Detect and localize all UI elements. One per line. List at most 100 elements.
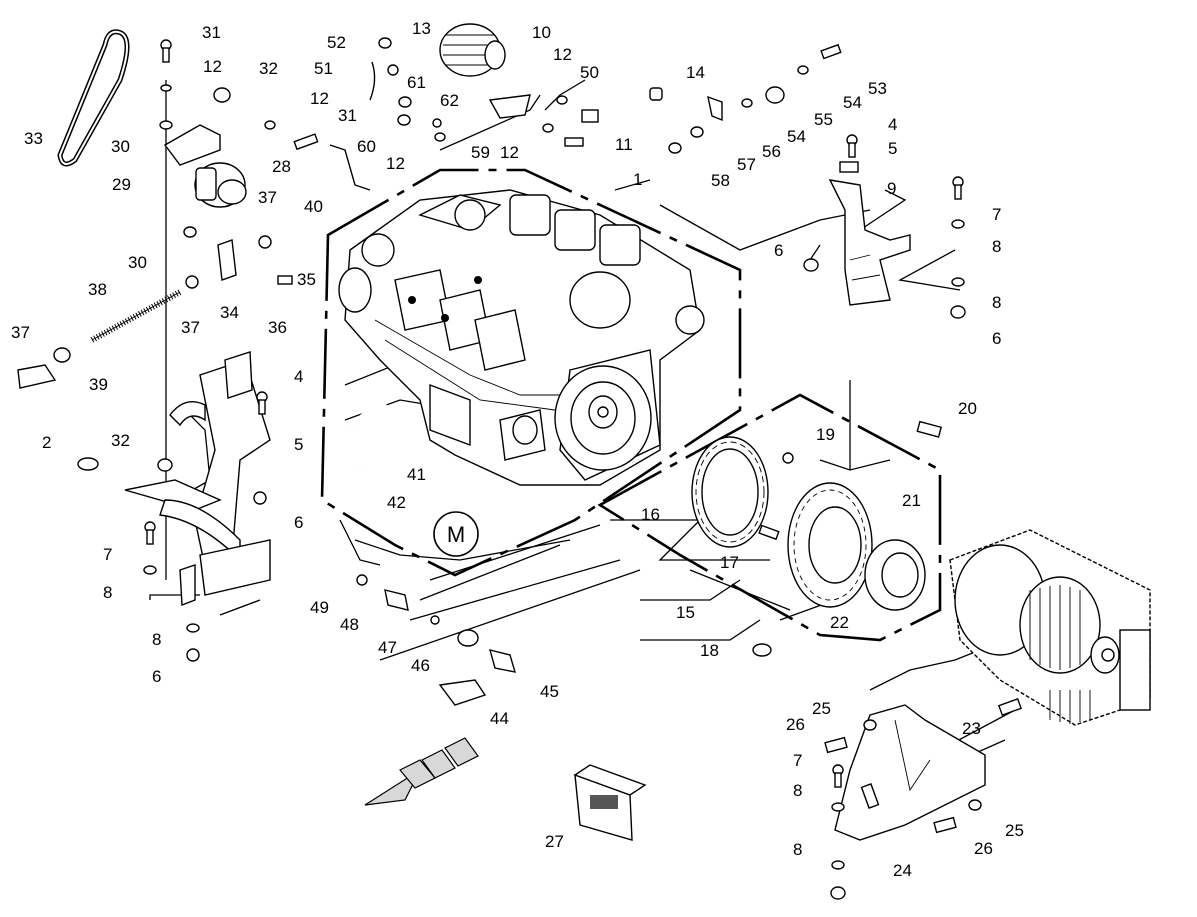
label-45: 45: [540, 682, 559, 701]
label-41: 41: [407, 465, 426, 484]
label-33: 33: [24, 129, 43, 148]
label-31: 31: [202, 23, 221, 42]
label-12b: 12: [310, 89, 329, 108]
label-32b: 32: [111, 431, 130, 450]
engine-group-frame: [320, 168, 742, 577]
label-23: 23: [962, 719, 981, 738]
flywheel-group-frame: [597, 393, 942, 642]
label-56: 56: [762, 142, 781, 161]
label-17: 17: [720, 553, 739, 572]
label-26b: 26: [974, 839, 993, 858]
label-37b: 37: [181, 318, 200, 337]
label-40: 40: [304, 197, 323, 216]
label-7b: 7: [103, 545, 112, 564]
gear-ring: [787, 482, 873, 608]
label-31b: 31: [338, 106, 357, 125]
label-38: 38: [88, 280, 107, 299]
label-8d: 8: [152, 630, 161, 649]
label-6b: 6: [992, 329, 1001, 348]
label-54: 54: [843, 93, 862, 112]
label-8: 8: [992, 237, 1001, 256]
label-2: 2: [42, 433, 51, 452]
label-27: 27: [545, 832, 564, 851]
label-8b: 8: [992, 293, 1001, 312]
label-14: 14: [686, 63, 705, 82]
label-6d: 6: [152, 667, 161, 686]
label-44: 44: [490, 709, 509, 728]
label-42: 42: [387, 493, 406, 512]
alternator: [439, 23, 506, 77]
label-26: 26: [786, 715, 805, 734]
label-18: 18: [700, 641, 719, 660]
label-21: 21: [902, 491, 921, 510]
label-57: 57: [737, 155, 756, 174]
frame-bracket: [124, 351, 271, 606]
label-47: 47: [378, 638, 397, 657]
label-20: 20: [958, 399, 977, 418]
label-1: 1: [633, 170, 642, 189]
support-bracket: [828, 179, 911, 306]
label-5: 5: [888, 139, 897, 158]
label-22: 22: [830, 613, 849, 632]
label-25b: 25: [1005, 821, 1024, 840]
small-fasteners: [53, 37, 1023, 900]
hose-41-inner: [350, 403, 392, 471]
label-46: 46: [411, 656, 430, 675]
hub: [864, 539, 926, 611]
label-34: 34: [220, 303, 239, 322]
label-10: 10: [532, 23, 551, 42]
label-28: 28: [272, 157, 291, 176]
label-6c: 6: [294, 513, 303, 532]
label-25: 25: [812, 699, 831, 718]
label-5b: 5: [294, 435, 303, 454]
direction-arrow: [364, 737, 479, 806]
label-15: 15: [676, 603, 695, 622]
label-16: 16: [641, 505, 660, 524]
clip-39: [17, 364, 57, 389]
label-35: 35: [297, 270, 316, 289]
label-4b: 4: [294, 367, 303, 386]
label-9: 9: [887, 179, 896, 198]
label-24: 24: [893, 861, 912, 880]
motor-symbol-letter: M: [447, 522, 465, 547]
engine-assembly: [338, 189, 705, 486]
label-13: 13: [412, 19, 431, 38]
part-labels: 1 2 4 4 5 5 6 6 6 6 7 7 7 8 8 8 8 8 8 9 …: [11, 19, 1024, 880]
ring-housing: [691, 436, 769, 548]
label-39: 39: [89, 375, 108, 394]
label-50: 50: [580, 63, 599, 82]
bracket-34: [217, 239, 237, 281]
label-53: 53: [868, 79, 887, 98]
label-7c: 7: [793, 751, 802, 770]
label-6: 6: [774, 241, 783, 260]
label-49: 49: [310, 598, 329, 617]
label-48: 48: [340, 615, 359, 634]
label-51: 51: [314, 59, 333, 78]
label-7: 7: [992, 205, 1001, 224]
label-36: 36: [268, 318, 287, 337]
label-60: 60: [357, 137, 376, 156]
label-59: 59: [471, 143, 490, 162]
label-11: 11: [615, 135, 633, 154]
sensor-parts: [356, 574, 516, 706]
label-58: 58: [711, 171, 730, 190]
label-8e: 8: [793, 781, 802, 800]
label-37c: 37: [11, 323, 30, 342]
control-module: [573, 764, 647, 841]
label-62: 62: [440, 91, 459, 110]
threaded-rod: [90, 289, 182, 343]
label-8c: 8: [103, 583, 112, 602]
label-52: 52: [327, 33, 346, 52]
label-32: 32: [259, 59, 278, 78]
label-8f: 8: [793, 840, 802, 859]
label-30b: 30: [128, 253, 147, 272]
label-54b: 54: [787, 127, 806, 146]
label-19: 19: [816, 425, 835, 444]
mount-bracket: [834, 704, 986, 841]
label-61: 61: [407, 73, 426, 92]
label-12d: 12: [386, 154, 405, 173]
label-12c: 12: [553, 45, 572, 64]
label-4: 4: [888, 115, 897, 134]
label-12e: 12: [500, 143, 519, 162]
